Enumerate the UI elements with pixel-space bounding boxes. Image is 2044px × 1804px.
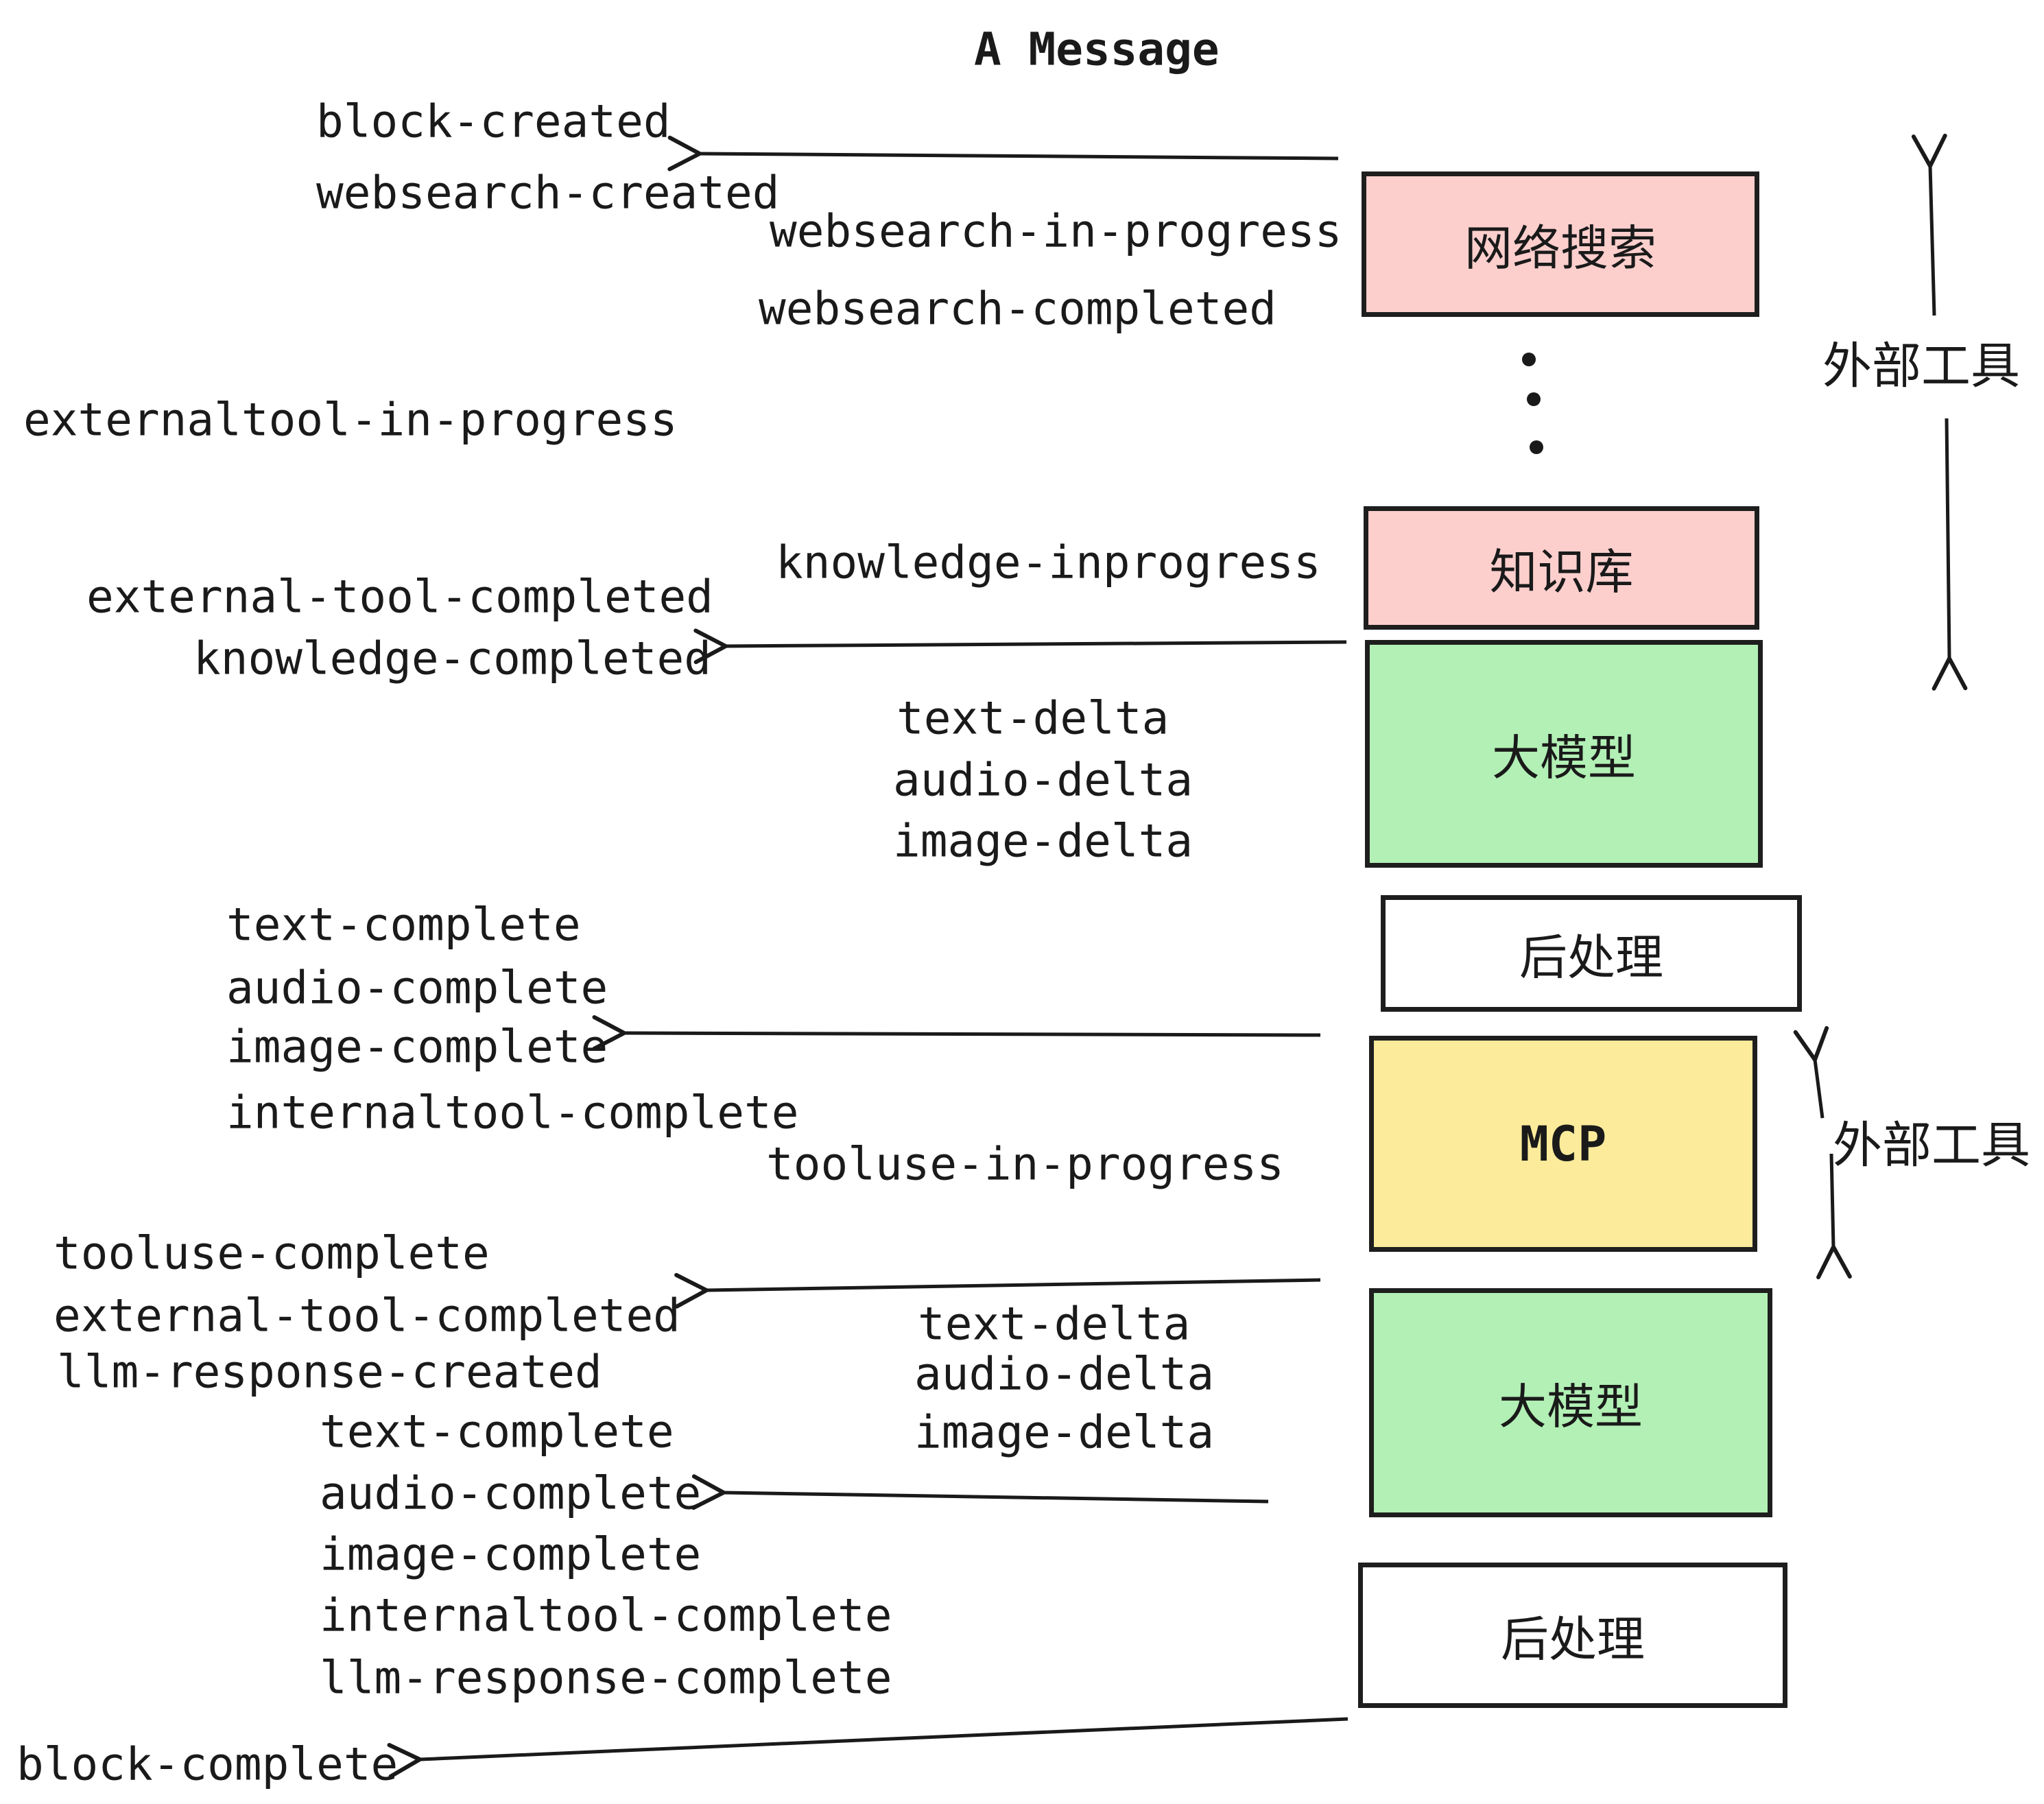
event-llm-response-complete: llm-response-complete — [320, 1651, 892, 1705]
ellipsis-dot — [1522, 353, 1536, 366]
external-tools-top-arrow-down — [1932, 418, 1968, 691]
ellipsis-dot — [1527, 392, 1541, 406]
box-mcp-label: MCP — [1519, 1115, 1607, 1172]
event-audio-delta-2: audio-delta — [914, 1347, 1215, 1401]
event-tooluse-complete: tooluse-complete — [54, 1226, 490, 1280]
ellipsis-dot — [1530, 440, 1543, 454]
external-tools-top-arrow-up — [1911, 133, 1947, 316]
arrow-tooluse-complete — [674, 1272, 1321, 1309]
arrow-llm-complete — [691, 1474, 1269, 1510]
event-knowledge-inprogress: knowledge-inprogress — [776, 536, 1321, 589]
box-llm-top: 大模型 — [1365, 640, 1763, 868]
event-text-complete-1: text-complete — [226, 898, 581, 951]
diagram-title: A Message — [974, 23, 1220, 76]
event-internaltool-complete-2: internaltool-complete — [320, 1589, 892, 1642]
arrow-knowledge-completed — [693, 628, 1347, 665]
box-websearch-label: 网络搜索 — [1464, 219, 1656, 276]
event-image-complete-2: image-complete — [320, 1528, 702, 1581]
box-post-bottom-label: 后处理 — [1501, 1611, 1645, 1667]
event-block-created: block-created — [316, 95, 671, 148]
event-knowledge-completed: knowledge-completed — [193, 632, 711, 685]
external-tools-label-top: 外部工具 — [1822, 337, 2021, 395]
event-block-complete: block-complete — [16, 1737, 399, 1791]
box-knowledge: 知识库 — [1364, 506, 1759, 630]
event-text-complete-2: text-complete — [320, 1405, 674, 1458]
event-audio-complete-2: audio-complete — [320, 1467, 702, 1520]
event-text-delta-2: text-delta — [918, 1297, 1191, 1351]
external-tools-mid-arrow-up — [1793, 1025, 1829, 1119]
event-tooluse-in-progress: tooluse-in-progress — [766, 1137, 1284, 1191]
event-externaltool-in-progress: externaltool-in-progress — [23, 393, 678, 447]
event-text-delta-1: text-delta — [896, 691, 1169, 745]
box-llm-bottom-label: 大模型 — [1499, 1378, 1643, 1435]
arrow-internal-complete — [592, 1014, 1321, 1051]
event-audio-complete-1: audio-complete — [226, 961, 608, 1014]
arrow-websearch-created — [667, 135, 1339, 171]
box-post-bottom: 后处理 — [1358, 1563, 1787, 1708]
box-post-top-label: 后处理 — [1519, 929, 1663, 986]
event-image-delta-1: image-delta — [893, 814, 1193, 868]
arrow-block-complete — [387, 1717, 1348, 1779]
box-mcp: MCP — [1369, 1036, 1757, 1252]
event-internaltool-complete-1: internaltool-complete — [226, 1086, 799, 1139]
box-knowledge-label: 知识库 — [1489, 543, 1634, 600]
event-llm-response-created: llm-response-created — [57, 1345, 602, 1399]
event-websearch-created: websearch-created — [316, 166, 780, 219]
box-websearch: 网络搜索 — [1362, 171, 1759, 317]
event-external-tool-completed-2: external-tool-completed — [54, 1289, 680, 1342]
box-llm-top-label: 大模型 — [1492, 729, 1636, 786]
box-llm-bottom: 大模型 — [1369, 1288, 1772, 1517]
event-audio-delta-1: audio-delta — [893, 753, 1193, 807]
event-external-tool-completed-1: external-tool-completed — [86, 570, 713, 624]
external-tools-label-mid: 外部工具 — [1833, 1116, 2031, 1174]
box-post-top: 后处理 — [1381, 895, 1802, 1012]
event-image-delta-2: image-delta — [914, 1405, 1215, 1459]
event-websearch-completed: websearch-completed — [759, 282, 1276, 335]
event-image-complete-1: image-complete — [226, 1020, 608, 1073]
event-websearch-in-progress: websearch-in-progress — [770, 204, 1342, 258]
